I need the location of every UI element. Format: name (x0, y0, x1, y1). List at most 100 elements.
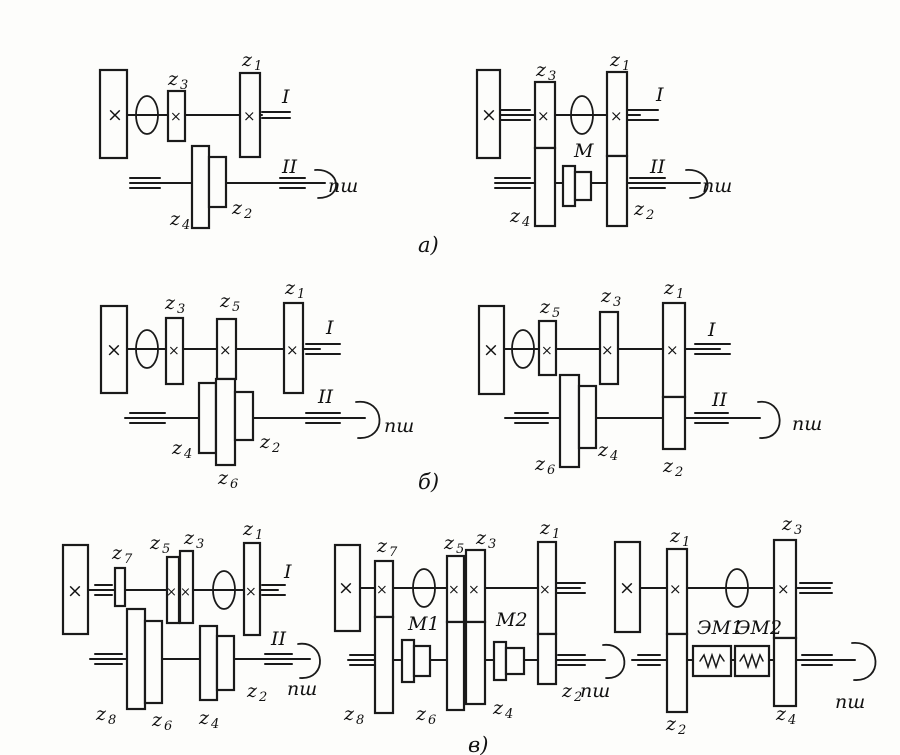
gear-z3 (166, 89, 187, 143)
svg-text:×: × (539, 582, 551, 598)
svg-text:×: × (669, 580, 682, 598)
motor-block (475, 68, 502, 160)
motor-block (98, 68, 129, 160)
svg-text:1: 1 (682, 535, 690, 550)
label-z1: z (669, 525, 681, 547)
gear-z2 (215, 634, 236, 692)
svg-text:5: 5 (552, 306, 560, 321)
gear-z2 (233, 390, 255, 442)
gear-z8 (373, 615, 395, 715)
svg-text:1: 1 (255, 528, 263, 543)
svg-text:×: × (601, 341, 614, 359)
svg-text:1: 1 (297, 287, 305, 302)
svg-text:3: 3 (180, 78, 188, 93)
label-shaft-II: II (281, 156, 298, 178)
svg-text:×: × (67, 580, 83, 602)
svg-text:6: 6 (428, 713, 436, 728)
svg-text:×: × (245, 584, 257, 600)
svg-text:×: × (619, 577, 635, 599)
label-n-sh: nш (792, 413, 822, 435)
svg-text:2: 2 (258, 690, 267, 705)
scheme-c-right: × × × z 1 z 3 ЭМ1 ЭМ2 nш z 2 z 4 (613, 513, 877, 738)
gear-z6 (558, 373, 581, 469)
label-z4: z (169, 208, 181, 230)
label-n-sh: nш (702, 175, 732, 197)
label-z1: z (241, 49, 253, 71)
label-z4: z (492, 697, 504, 719)
motor-block (99, 304, 129, 395)
svg-text:2: 2 (271, 441, 280, 456)
svg-text:4: 4 (504, 707, 513, 722)
gear-z8 (125, 607, 147, 711)
svg-text:5: 5 (232, 300, 240, 315)
label-z8: z (95, 703, 107, 725)
svg-text:4: 4 (609, 449, 618, 464)
svg-text:7: 7 (389, 545, 398, 560)
svg-text:×: × (170, 109, 182, 125)
label-z5: z (149, 532, 161, 554)
svg-text:×: × (468, 582, 480, 598)
motor-block (477, 304, 506, 396)
svg-text:4: 4 (183, 447, 192, 462)
label-z4: z (198, 707, 210, 729)
motor-block (333, 543, 362, 633)
svg-text:3: 3 (196, 537, 204, 552)
gear-z3 (598, 310, 620, 386)
label-n-sh: nш (580, 680, 610, 702)
label-z3: z (164, 292, 176, 314)
label-M1: M1 (407, 613, 440, 635)
gear-z4 (198, 624, 219, 702)
scheme-b-left: × × × × z 3 z 5 z 1 I II nш z 4 z 2 z 6 (99, 277, 414, 492)
label-z6: z (217, 467, 229, 489)
gear-z7 (113, 566, 127, 608)
svg-text:×: × (107, 104, 123, 126)
svg-text:8: 8 (108, 713, 116, 728)
label-z1: z (539, 517, 551, 539)
label-z2: z (662, 455, 674, 477)
gear-z4 (772, 636, 798, 708)
svg-text:6: 6 (164, 719, 172, 734)
label-z3: z (535, 59, 547, 81)
label-z3: z (167, 68, 179, 90)
svg-text:8: 8 (356, 713, 364, 728)
svg-text:4: 4 (210, 717, 219, 732)
label-z1: z (663, 277, 675, 299)
svg-text:2: 2 (645, 208, 654, 223)
svg-text:2: 2 (674, 465, 683, 480)
caption-c: в) (468, 733, 488, 755)
svg-text:×: × (483, 339, 499, 361)
svg-text:4: 4 (181, 218, 190, 233)
label-z5: z (443, 532, 455, 554)
scheme-c-left: × × × × z 7 z 5 z 3 z 1 I II nш z 8 z 6 … (61, 518, 321, 734)
svg-text:4: 4 (787, 713, 796, 728)
label-z4: z (171, 437, 183, 459)
label-z7: z (376, 535, 388, 557)
gear-z1 (238, 71, 262, 159)
clutch-M1-right (412, 644, 432, 678)
gear-z5 (537, 319, 558, 377)
gear-z4 (190, 144, 211, 230)
gear-z3 (178, 549, 195, 625)
label-z3: z (183, 527, 195, 549)
svg-text:3: 3 (794, 523, 802, 538)
electromagnetic-clutch-EM1 (691, 644, 733, 678)
svg-text:1: 1 (552, 527, 560, 542)
svg-text:×: × (243, 107, 256, 125)
svg-text:3: 3 (488, 537, 496, 552)
label-z1: z (242, 518, 254, 540)
gear-z2 (536, 632, 558, 686)
label-z3: z (781, 513, 793, 535)
label-z5: z (539, 296, 551, 318)
svg-text:×: × (666, 341, 679, 359)
label-z2: z (665, 713, 677, 735)
clutch-M-left (561, 164, 577, 208)
svg-text:5: 5 (162, 542, 170, 557)
svg-text:×: × (376, 582, 388, 598)
label-shaft-II: II (649, 156, 666, 178)
label-shaft-II: II (711, 389, 728, 411)
svg-text:×: × (338, 577, 354, 599)
label-n-sh: nш (328, 175, 358, 197)
gear-z2 (661, 395, 687, 451)
svg-text:7: 7 (124, 552, 133, 567)
